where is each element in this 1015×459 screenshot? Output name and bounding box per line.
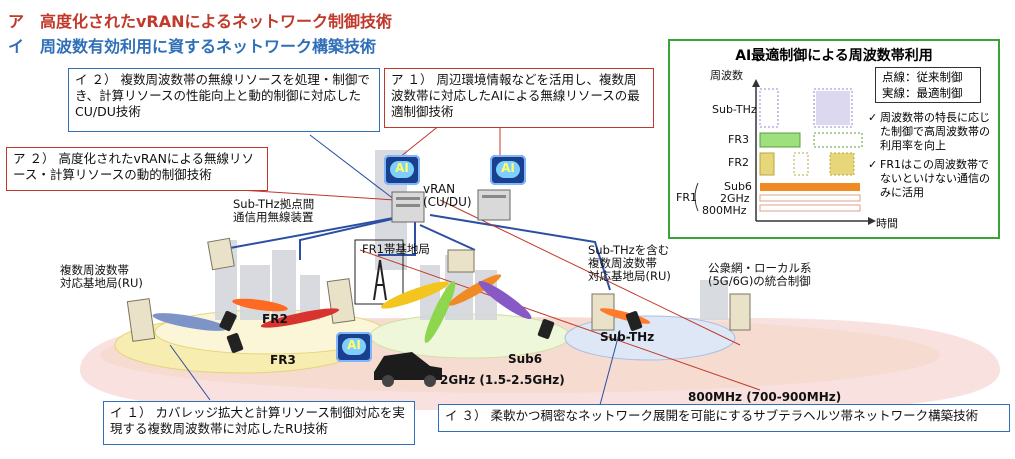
sub6-bar [760,183,860,191]
fr2-label: FR2 [262,312,288,326]
radio-beams [152,274,651,343]
callout-leaders-blue [169,134,621,406]
ai-control-panel: AI最適制御による周波数帯利用 周波数 時間 Sub-THz FR3 FR2 S… [668,39,1000,239]
sub6-label: Sub6 [508,352,543,366]
fr1-station-label: FR1帯基地局 [362,242,430,256]
backhaul-lines [229,214,611,291]
legend-box: 点線：従来制御 実線：最適制御 [875,67,981,103]
check-icon: ✓ [868,111,878,124]
callout-a1: ア １） 周辺環境情報などを活用し、複数周波数帯に対応したAIによる無線リソース… [384,68,654,128]
ai-panel-title: AI最適制御による周波数帯利用 [735,48,933,64]
car-icon [374,352,442,387]
band-label-800mhz: 800MHz [702,204,747,217]
note-2: ✓FR1はこの周波数帯でないといけない通信のみに活用 [868,158,990,199]
ai-x-axis-label: 時間 [876,217,898,230]
fr2-optimal [759,152,775,176]
fr1-station-frame [354,239,404,305]
header-line-1: ア 高度化されたvRANによるネットワーク制御技術 [8,12,393,31]
multi-band-ru-label: 複数周波数帯 対応基地局(RU) [60,263,143,290]
ru-panels [126,237,751,342]
subthz-link-label: Sub-THz拠点間 通信用無線装置 [233,197,315,224]
band-label-sub6: Sub6 [724,180,752,193]
legend-solid: 実線：最適制御 [882,86,963,100]
vran-server [391,191,425,223]
callout-leaders [239,124,761,391]
fr3-optimal [759,132,801,148]
band-label-2ghz: 2GHz [720,192,750,205]
subthz-conventional [759,88,779,128]
band-label-subthz: Sub-THz [712,103,757,116]
subthz-optimal [816,91,850,125]
band-label-fr3: FR3 [728,133,749,146]
fr3-label: FR3 [270,353,296,367]
notes: ✓周波数帯の特長に応じた制御で高周波数帯の利用率を向上 ✓FR1はこの周波数帯で… [868,111,998,205]
band-2ghz-label: 2GHz (1.5-2.5GHz) [440,373,565,387]
check-icon: ✓ [868,158,878,171]
callout-i1: イ １） カバレッジ拡大と計算リソース制御対応を実現する複数周波数帯に対応したR… [103,401,415,445]
subthz-label: Sub-THz [600,330,655,344]
note-1: ✓周波数帯の特長に応じた制御で高周波数帯の利用率を向上 [868,111,990,152]
callout-i3: イ ３） 柔軟かつ稠密なネットワーク展開を可能にするサブテラヘルツ帯ネットワーク… [438,404,1010,432]
band-label-fr2: FR2 [728,156,749,169]
legend-dotted: 点線：従来制御 [882,70,963,84]
ai-badge-server: AI [490,155,526,185]
mhz800-bar [759,204,861,212]
user-devices [219,310,643,353]
vran-label: vRAN (CU/DU) [423,182,472,209]
ai-server [477,189,511,221]
ghz2-bar [759,194,861,202]
subthz-ru-label: Sub-THzを含む 複数周波数帯 対応基地局(RU) [588,243,671,283]
fr1-tower [373,259,387,301]
header-line-2: イ 周波数有効利用に資するネットワーク構築技術 [8,37,377,56]
public-local-label: 公衆網・ローカル系 (5G/6G)の統合制御 [708,261,812,288]
ai-y-axis-label: 周波数 [710,69,743,82]
band-800mhz-label: 800MHz (700-900MHz) [688,390,842,404]
callout-a2: ア ２） 高度化されたvRANによる無線リソース・計算リソースの動的制御技術 [6,147,268,191]
ai-badge-vran: AI [384,155,420,185]
callout-i2: イ ２） 複数周波数帯の無線リソースを処理・制御でき、計算リソースの性能向上と動… [68,68,380,132]
ai-band-chart [694,79,876,225]
ai-badge-car: AI [336,332,372,362]
band-label-fr1: FR1 [676,191,697,204]
